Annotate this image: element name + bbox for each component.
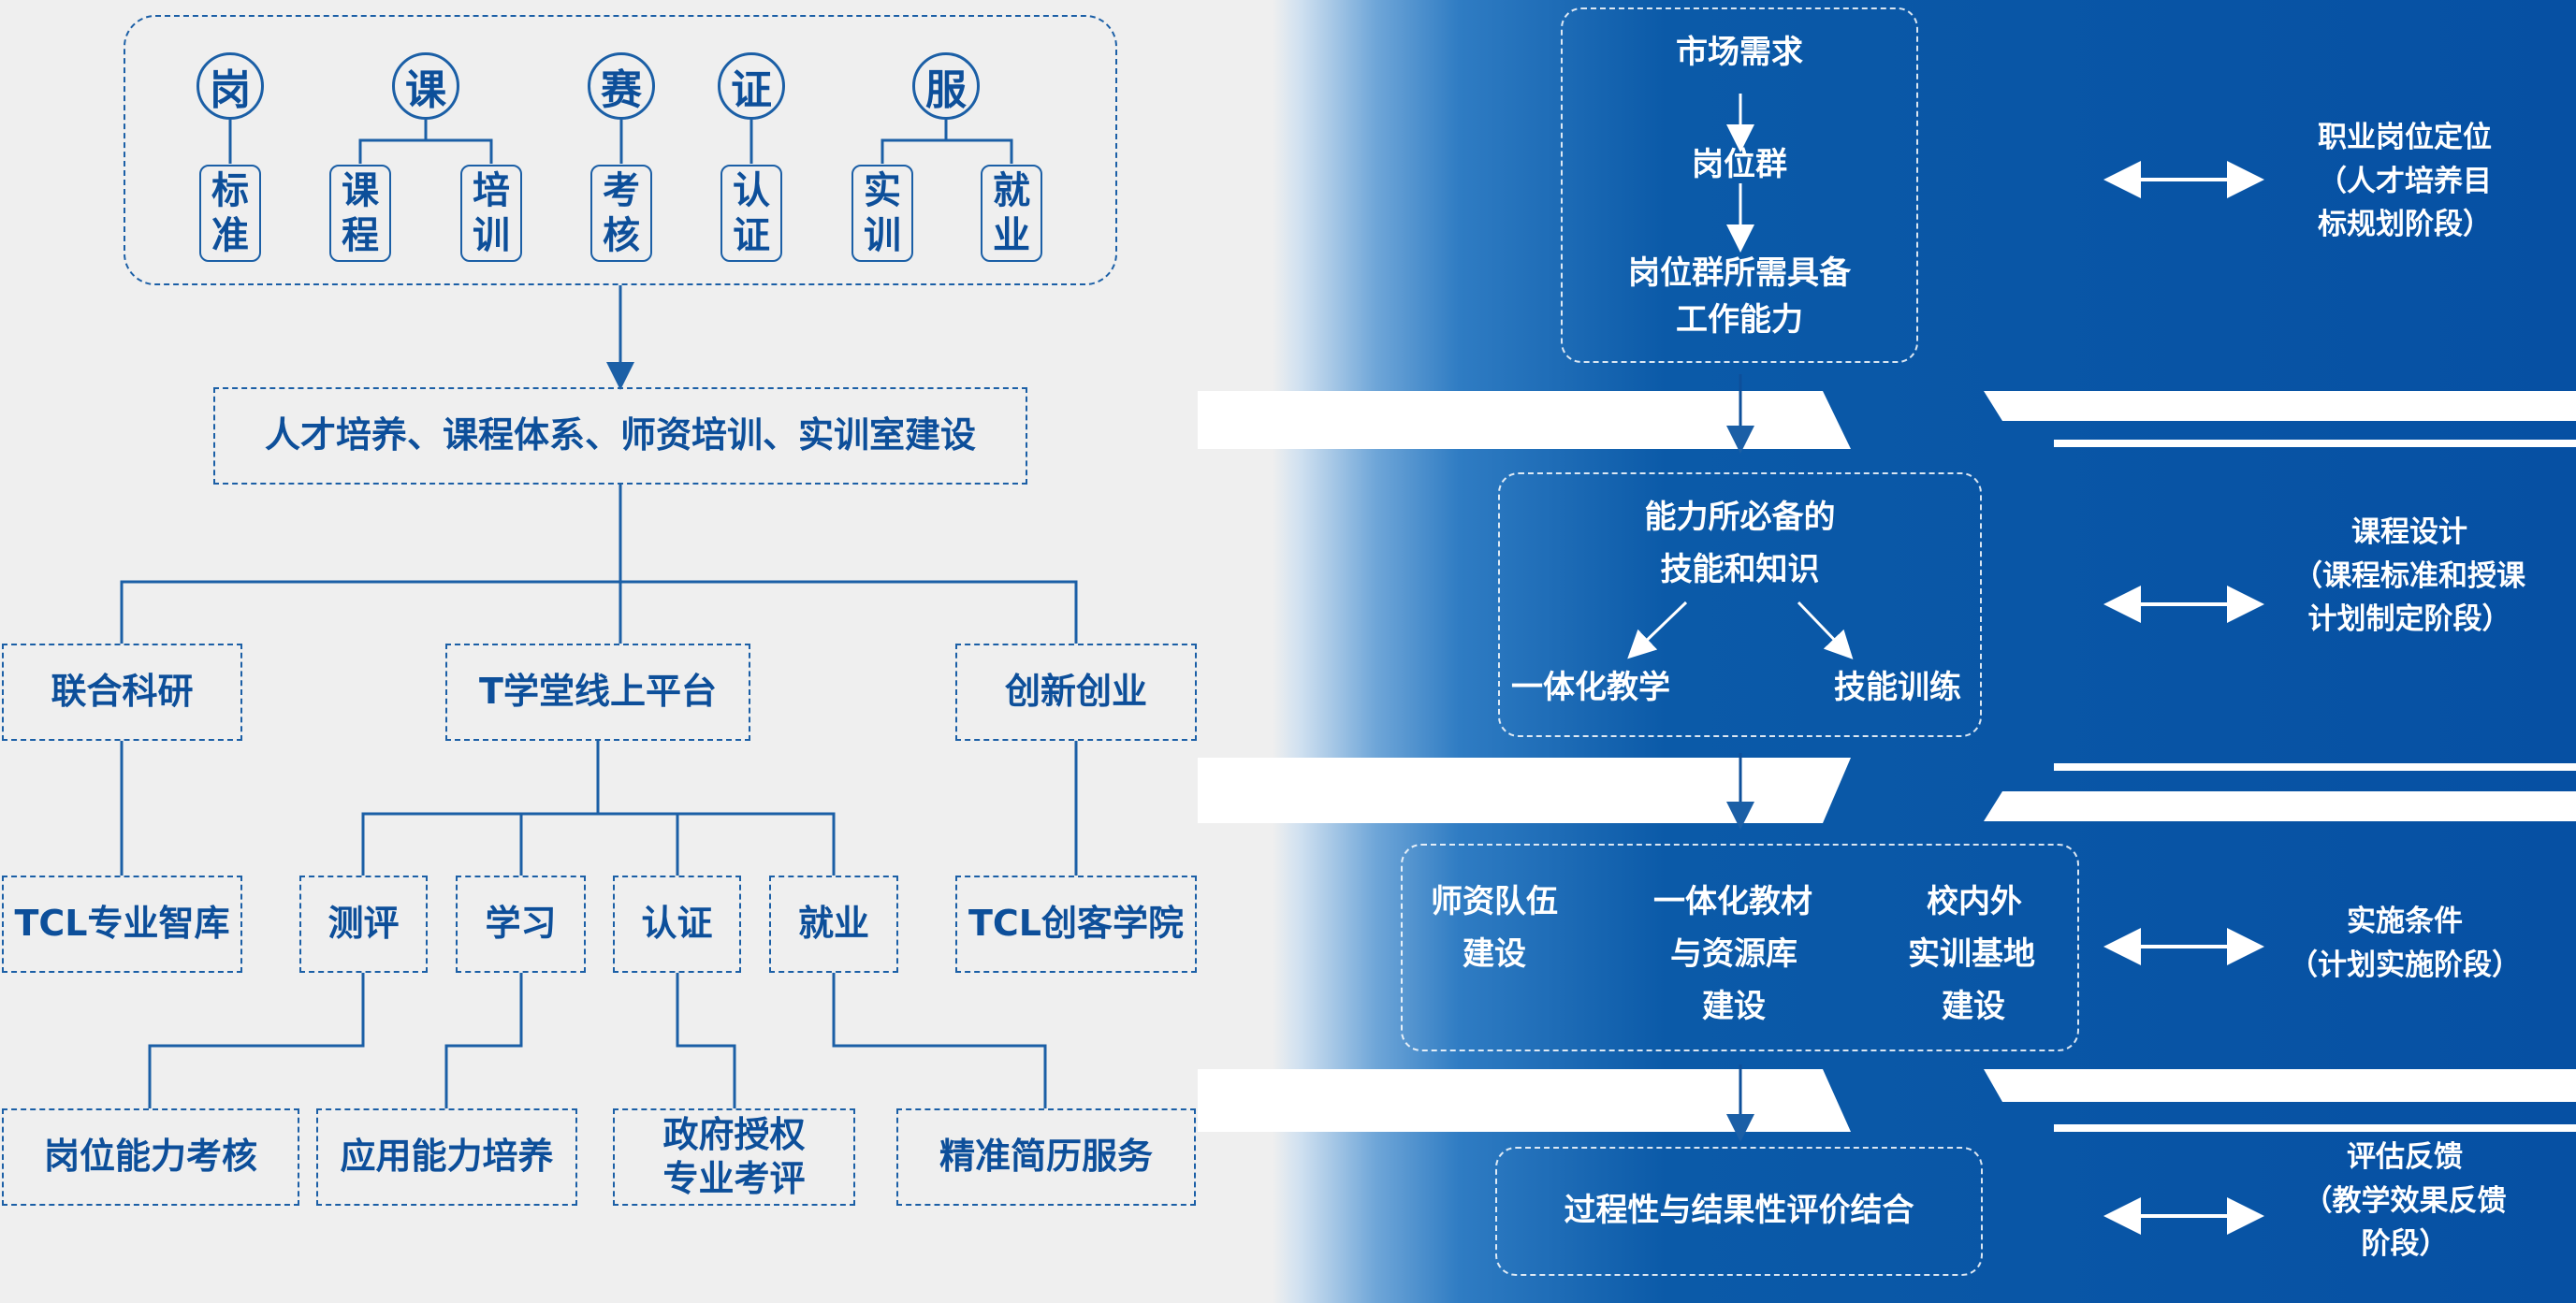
circle-gang: 岗 [196,52,264,120]
resume-service-box: 精准简历服务 [896,1108,1196,1206]
textbook-line3: 建设 [1702,988,1766,1025]
market-demand: 市场需求 [1676,34,1803,71]
skill-training: 技能训练 [1834,669,1961,706]
stage-label-3: 实施条件 （计划实施阶段） [2289,905,2521,982]
sub-course: 课 程 [329,165,391,262]
stage2-box: 能力所必备的 技能和知识 一体化教学 技能训练 [1498,472,1982,737]
faculty-line2: 建设 [1463,935,1526,973]
tcl-think-tank-box: TCL专业智库 [2,876,242,973]
integrated-teaching: 一体化教学 [1511,669,1670,706]
base-line2: 实训基地 [1908,935,2035,973]
platform-item-learn: 学习 [456,876,586,973]
stage-label-1: 职业岗位定位 （人才培养目 标规划阶段） [2318,121,2492,241]
tcl-maker-box: TCL创客学院 [955,876,1197,973]
stage-label-4: 评估反馈 （教学效果反馈 阶段） [2303,1140,2507,1261]
base-line1: 校内外 [1927,883,2022,920]
job-group-ability-line2: 工作能力 [1676,301,1803,339]
base-line3: 建设 [1942,988,2005,1025]
platform-item-test: 测评 [299,876,428,973]
skills-knowledge-line2: 技能和知识 [1660,551,1820,588]
gov-eval-box: 政府授权 专业考评 [613,1108,855,1206]
platform-item-job: 就业 [769,876,898,973]
main-box: 人才培养、课程体系、师资培训、实训室建设 [213,387,1027,485]
job-group: 岗位群 [1692,146,1787,183]
innovation-box: 创新创业 [955,644,1197,741]
sub-standard: 标 准 [199,165,261,262]
sub-assessment: 考 核 [590,165,652,262]
circle-fu: 服 [912,52,980,120]
faculty-line1: 师资队伍 [1431,883,1558,920]
circle-zheng: 证 [718,52,785,120]
sub-employment: 就 业 [981,165,1042,262]
platform-item-cert: 认证 [613,876,741,973]
sub-training: 培 训 [460,165,522,262]
stage3-box: 师资队伍 建设 一体化教材 与资源库 建设 校内外 实训基地 建设 [1401,844,2079,1051]
circle-ke: 课 [392,52,459,120]
stage-label-2: 课程设计 （课程标准和授课 计划制定阶段） [2293,515,2525,636]
t-platform-box: T学堂线上平台 [445,644,750,741]
job-group-ability-line1: 岗位群所需具备 [1628,254,1851,292]
skills-knowledge-line1: 能力所必备的 [1644,499,1836,536]
sub-certification: 认 证 [720,165,782,262]
job-ability-box: 岗位能力考核 [2,1108,299,1206]
joint-research-box: 联合科研 [2,644,242,741]
application-ability-box: 应用能力培养 [316,1108,577,1206]
stage4-box: 过程性与结果性评价结合 [1495,1147,1983,1276]
left-panel-background [0,0,1273,1303]
sub-practice: 实 训 [851,165,913,262]
top-group-frame [124,15,1117,285]
circle-sai: 赛 [588,52,655,120]
textbook-line2: 与资源库 [1670,935,1797,973]
stage1-box: 市场需求 岗位群 岗位群所需具备 工作能力 [1561,7,1918,363]
textbook-line1: 一体化教材 [1653,883,1812,920]
